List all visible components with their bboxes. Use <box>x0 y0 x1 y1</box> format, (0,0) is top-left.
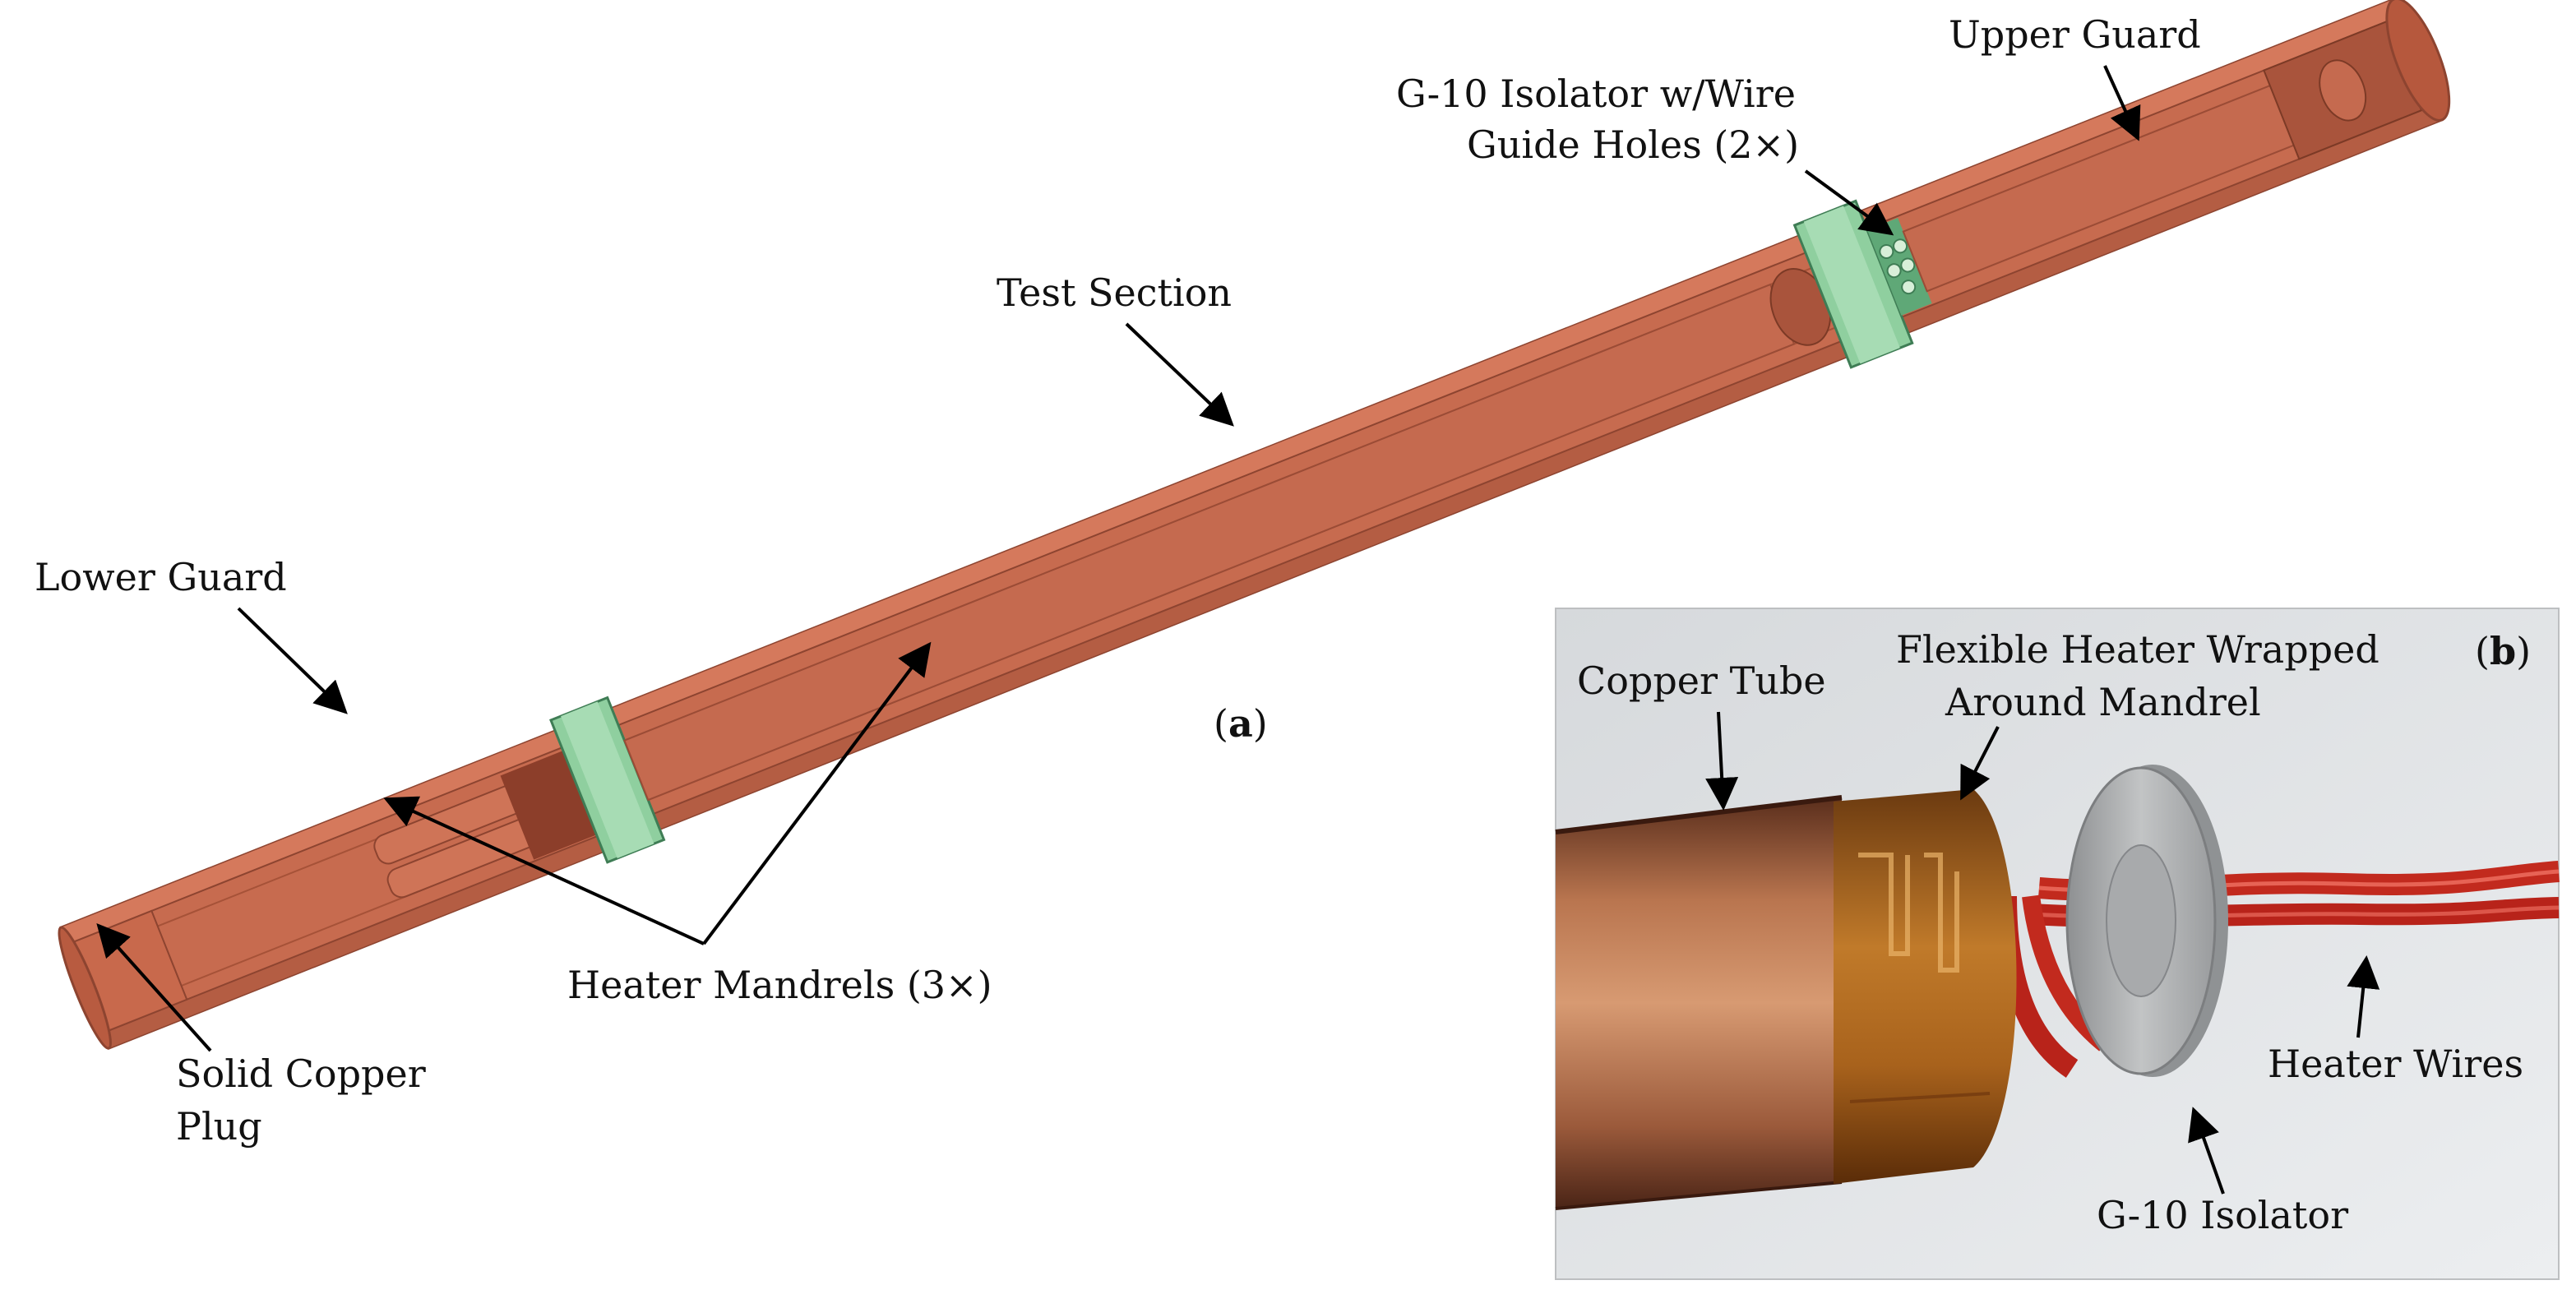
label-test-section: Test Section <box>997 270 1232 315</box>
label-solid-copper-line2: Plug <box>176 1104 262 1149</box>
arrow-heater-mandrel-2 <box>702 641 932 945</box>
label-g10-isolator-photo: G-10 Isolator <box>2097 1193 2348 1237</box>
panel-b-labels: Copper Tube Flexible Heater Wrapped Arou… <box>1577 627 2531 1237</box>
wire-guide-hole <box>1900 257 1916 273</box>
label-solid-copper-line1: Solid Copper <box>176 1051 426 1096</box>
wire-guide-hole <box>1893 238 1908 254</box>
lower-end-face <box>58 926 112 1050</box>
label-flexible-heater-line2: Around Mandrel <box>1945 680 2261 724</box>
arrow-solid-copper-plug <box>96 923 212 1052</box>
label-heater-wires: Heater Wires <box>2268 1042 2523 1086</box>
upper-guard-port <box>2319 59 2367 122</box>
label-heater-mandrels: Heater Mandrels (3×) <box>567 963 992 1007</box>
panel-a-arrows <box>96 65 2141 1052</box>
photo-flexible-heater <box>1834 789 2017 1184</box>
wire-guide-hole <box>1886 263 1902 279</box>
arrow-lower-guard <box>237 607 348 714</box>
panel-b-arrows <box>1705 711 2380 1195</box>
panel-b-tag: (b) <box>2475 629 2531 673</box>
label-flexible-heater-line1: Flexible Heater Wrapped <box>1896 627 2379 672</box>
label-g10-isolator-line1: G-10 Isolator w/Wire <box>1396 72 1796 116</box>
label-lower-guard: Lower Guard <box>35 555 287 599</box>
arrow-heater-wires <box>2347 955 2380 1038</box>
arrow-g10-isolator-photo <box>2188 1107 2225 1195</box>
arrow-heater-mandrel-1 <box>383 796 705 945</box>
photo-copper-tube <box>1555 795 1843 1210</box>
arrow-upper-guard <box>2103 65 2141 141</box>
arrow-g10-isolator <box>1804 169 1894 236</box>
label-upper-guard: Upper Guard <box>1949 12 2201 57</box>
label-copper-tube: Copper Tube <box>1577 659 1826 703</box>
wire-guide-hole <box>1901 280 1917 295</box>
panel-a-labels: Upper Guard G-10 Isolator w/Wire Guide H… <box>35 12 2201 1149</box>
wire-guide-hole <box>1879 243 1894 259</box>
arrow-copper-tube <box>1705 711 1739 811</box>
arrow-flexible-heater <box>1960 726 2000 801</box>
label-g10-isolator-line2: Guide Holes (2×) <box>1467 122 1799 167</box>
panel-a-tag: (a) <box>1214 701 1268 746</box>
photo-g10-isolator <box>2065 765 2228 1077</box>
panel-b-photo <box>1555 608 2560 1280</box>
upper-guard-open-end <box>2385 0 2451 122</box>
arrow-test-section <box>1125 322 1234 427</box>
